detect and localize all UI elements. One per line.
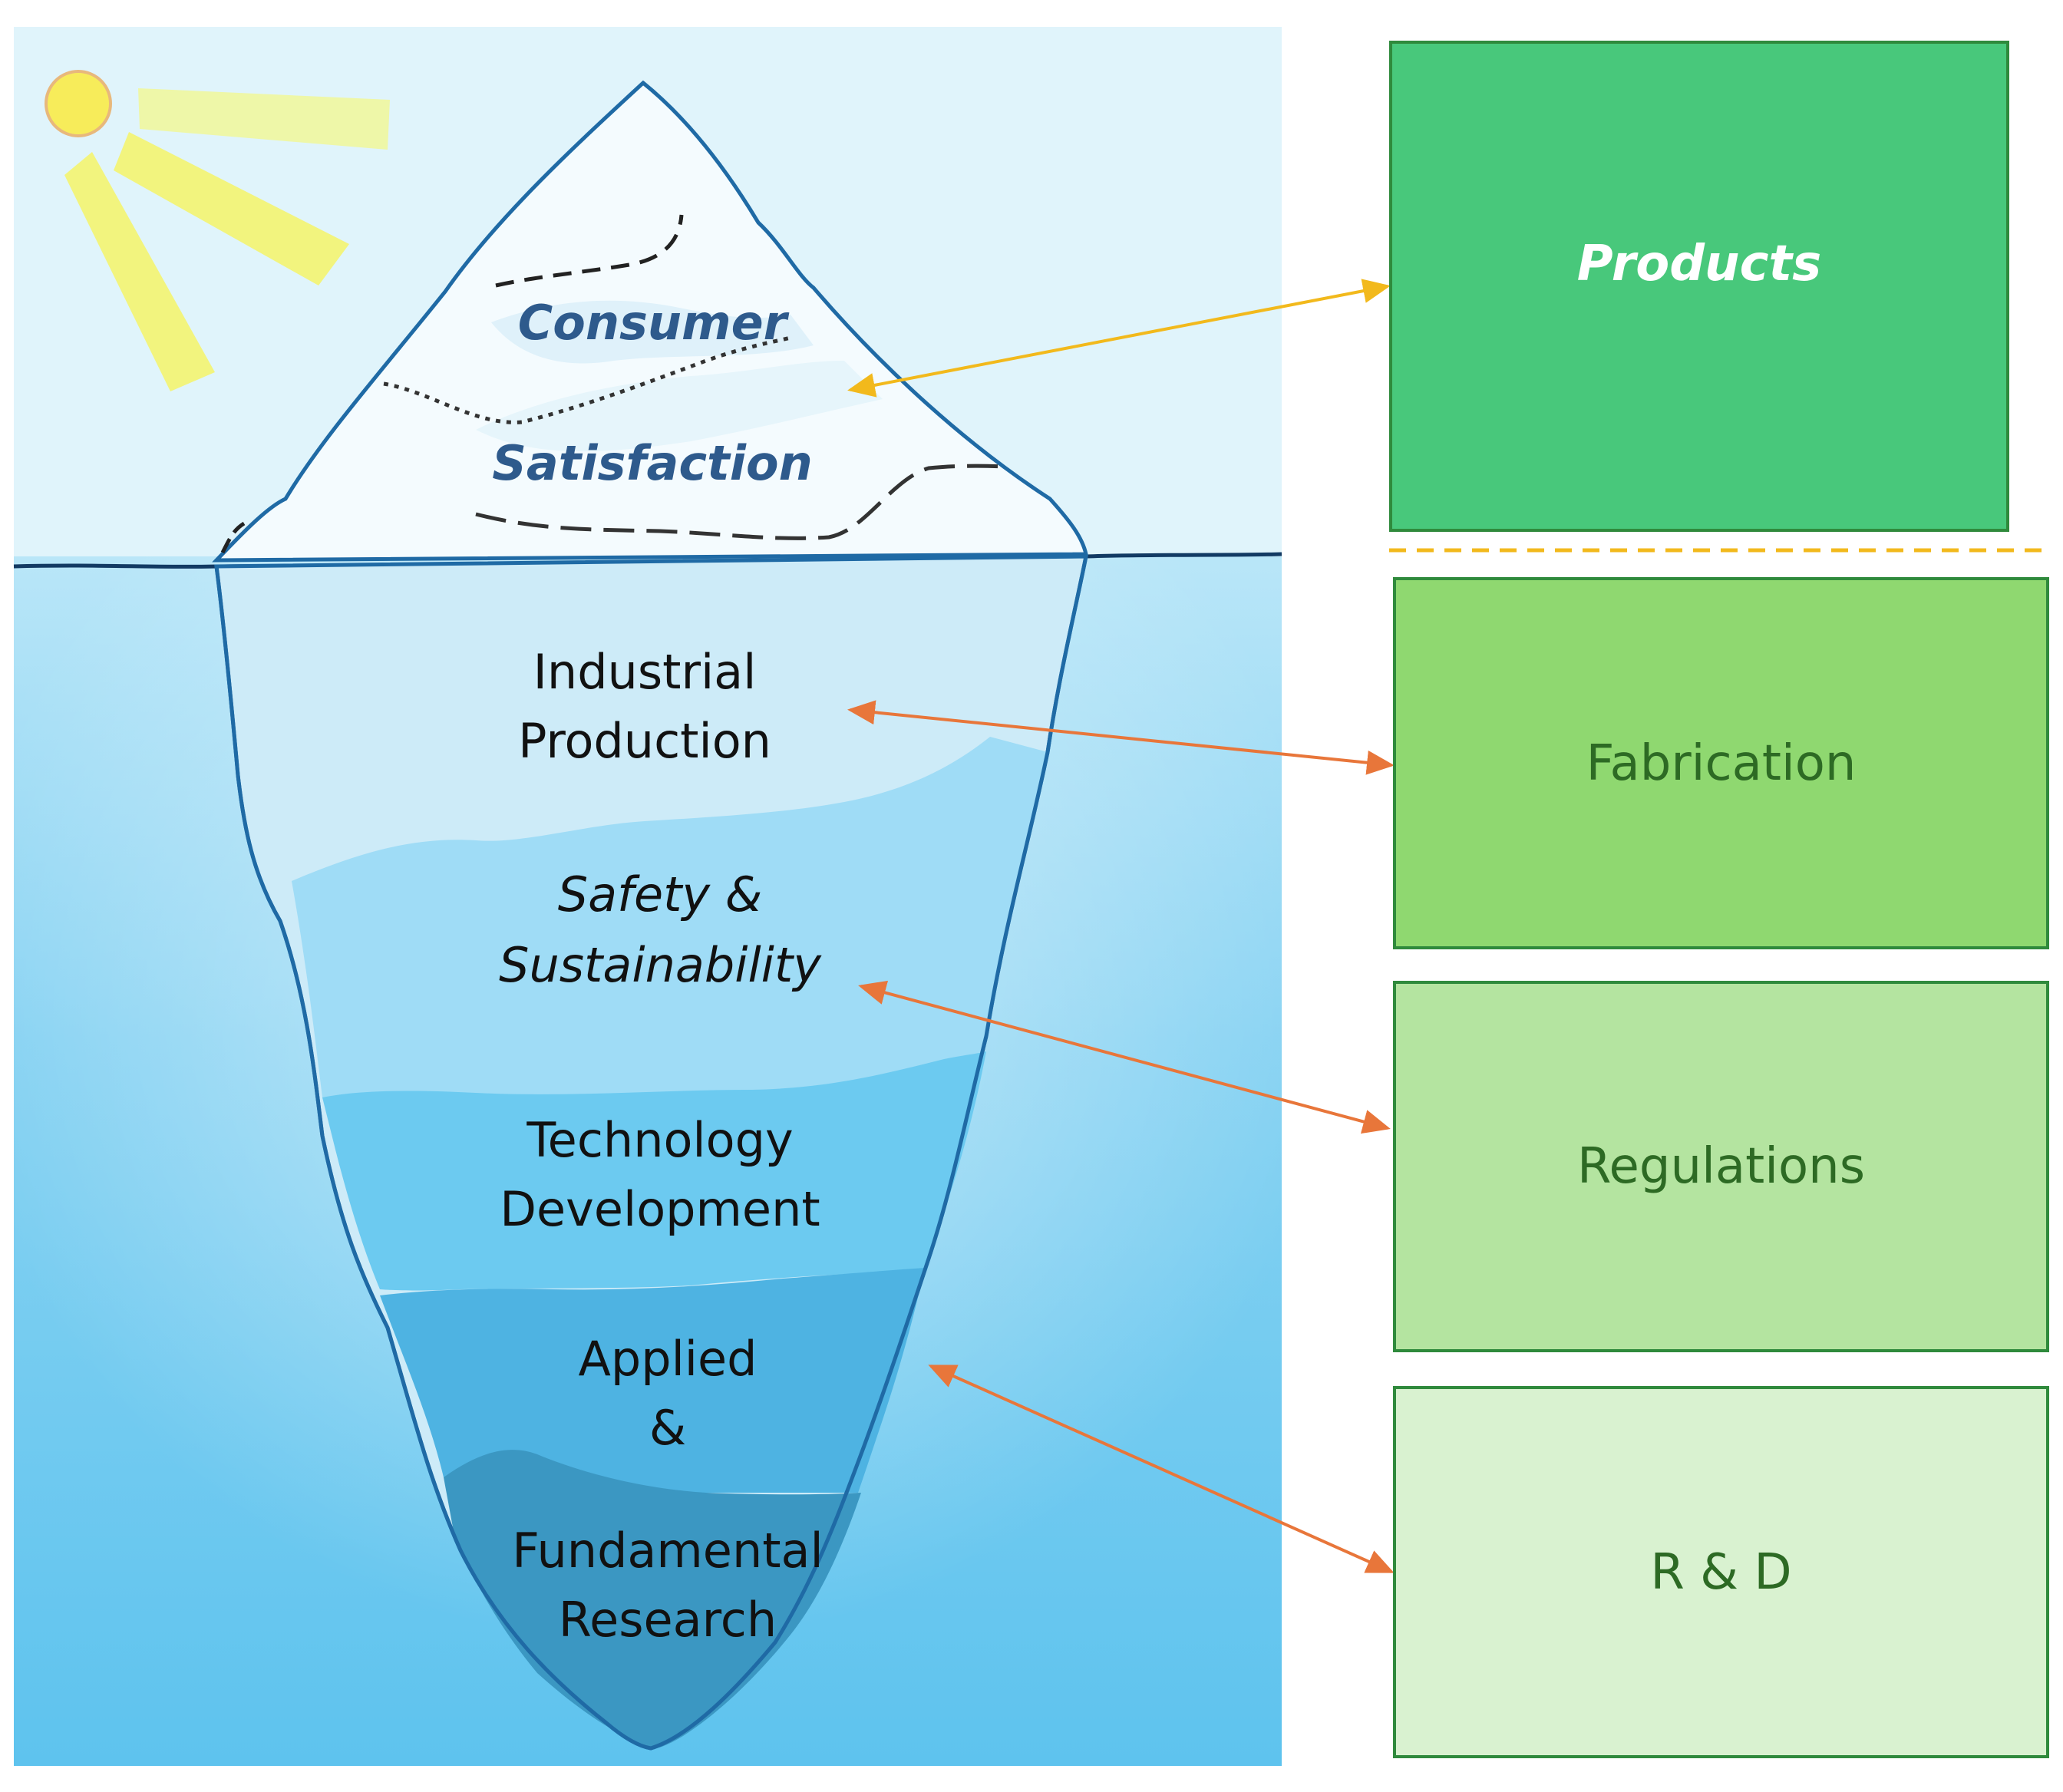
sun-icon (45, 70, 390, 391)
arrow-rnd (928, 1365, 1395, 1573)
layer-label-ampersand: & (649, 1400, 687, 1456)
arrow-products (847, 279, 1391, 398)
tip-dash-2 (383, 335, 791, 424)
layer-label-technology: Technology (526, 1112, 794, 1168)
rnd-box: R & D (1393, 1386, 2049, 1758)
layer-label-research: Research (558, 1592, 777, 1648)
regulations-label: Regulations (1576, 1138, 1866, 1195)
layer-label-fundamental: Fundamental (512, 1523, 824, 1579)
fabrication-label: Fabrication (1586, 734, 1857, 792)
arrow-regulations (858, 980, 1391, 1134)
products-box: Products (1389, 41, 2009, 532)
tip-dash-3 (475, 464, 1006, 540)
layer-label-sustainability: Sustainability (499, 937, 821, 993)
layer-label-applied: Applied (578, 1331, 758, 1387)
layer-band-4 (380, 1268, 925, 1493)
tip-shade-2 (476, 361, 883, 452)
layer-label-development: Development (500, 1181, 820, 1237)
arrow-fabrication (847, 700, 1395, 775)
tip-label-consumer: Consumer (517, 295, 787, 351)
tip-label-satisfaction: Satisfaction (492, 435, 813, 491)
layer-label-production: Production (518, 713, 771, 769)
layer-label-safety: Safety & (557, 866, 763, 922)
fabrication-box: Fabrication (1393, 577, 2049, 949)
regulations-box: Regulations (1393, 981, 2049, 1352)
tip-dash-1 (495, 214, 684, 288)
rnd-label: R & D (1650, 1543, 1792, 1601)
layer-band-3 (322, 1051, 986, 1291)
products-label: Products (1576, 236, 1822, 292)
layer-label-industrial: Industrial (533, 644, 757, 700)
tip-dash-4 (220, 521, 246, 554)
tip-shade (491, 300, 814, 364)
